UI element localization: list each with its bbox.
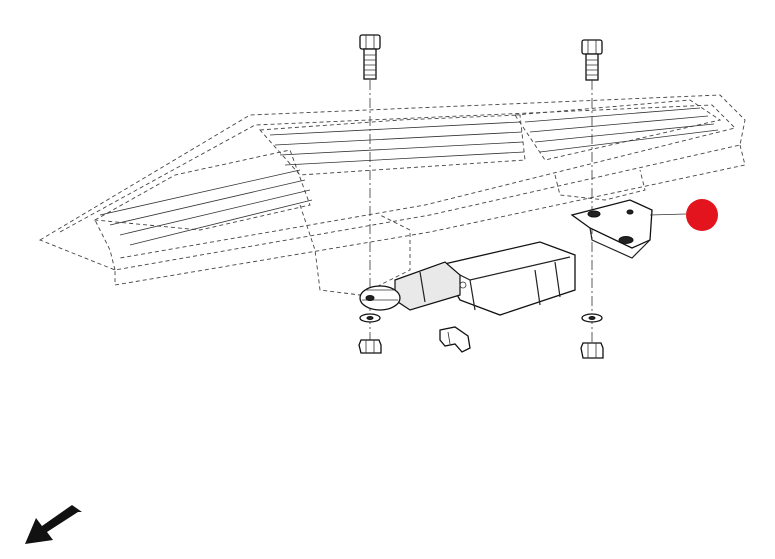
washer-right [581,313,603,323]
washer-left [359,313,381,323]
ramp-frame-outline [38,94,746,296]
bolt-right [581,39,603,81]
direction-arrow-icon [25,505,82,544]
retaining-clip [439,326,471,353]
bolt-left [359,34,381,80]
grating-panels [93,99,722,246]
mounting-bracket [570,199,653,259]
nut-right [580,342,604,359]
callout-marker [686,199,718,231]
nut-left [358,339,382,354]
part-callout [649,199,718,231]
actuator-motor [359,241,576,316]
